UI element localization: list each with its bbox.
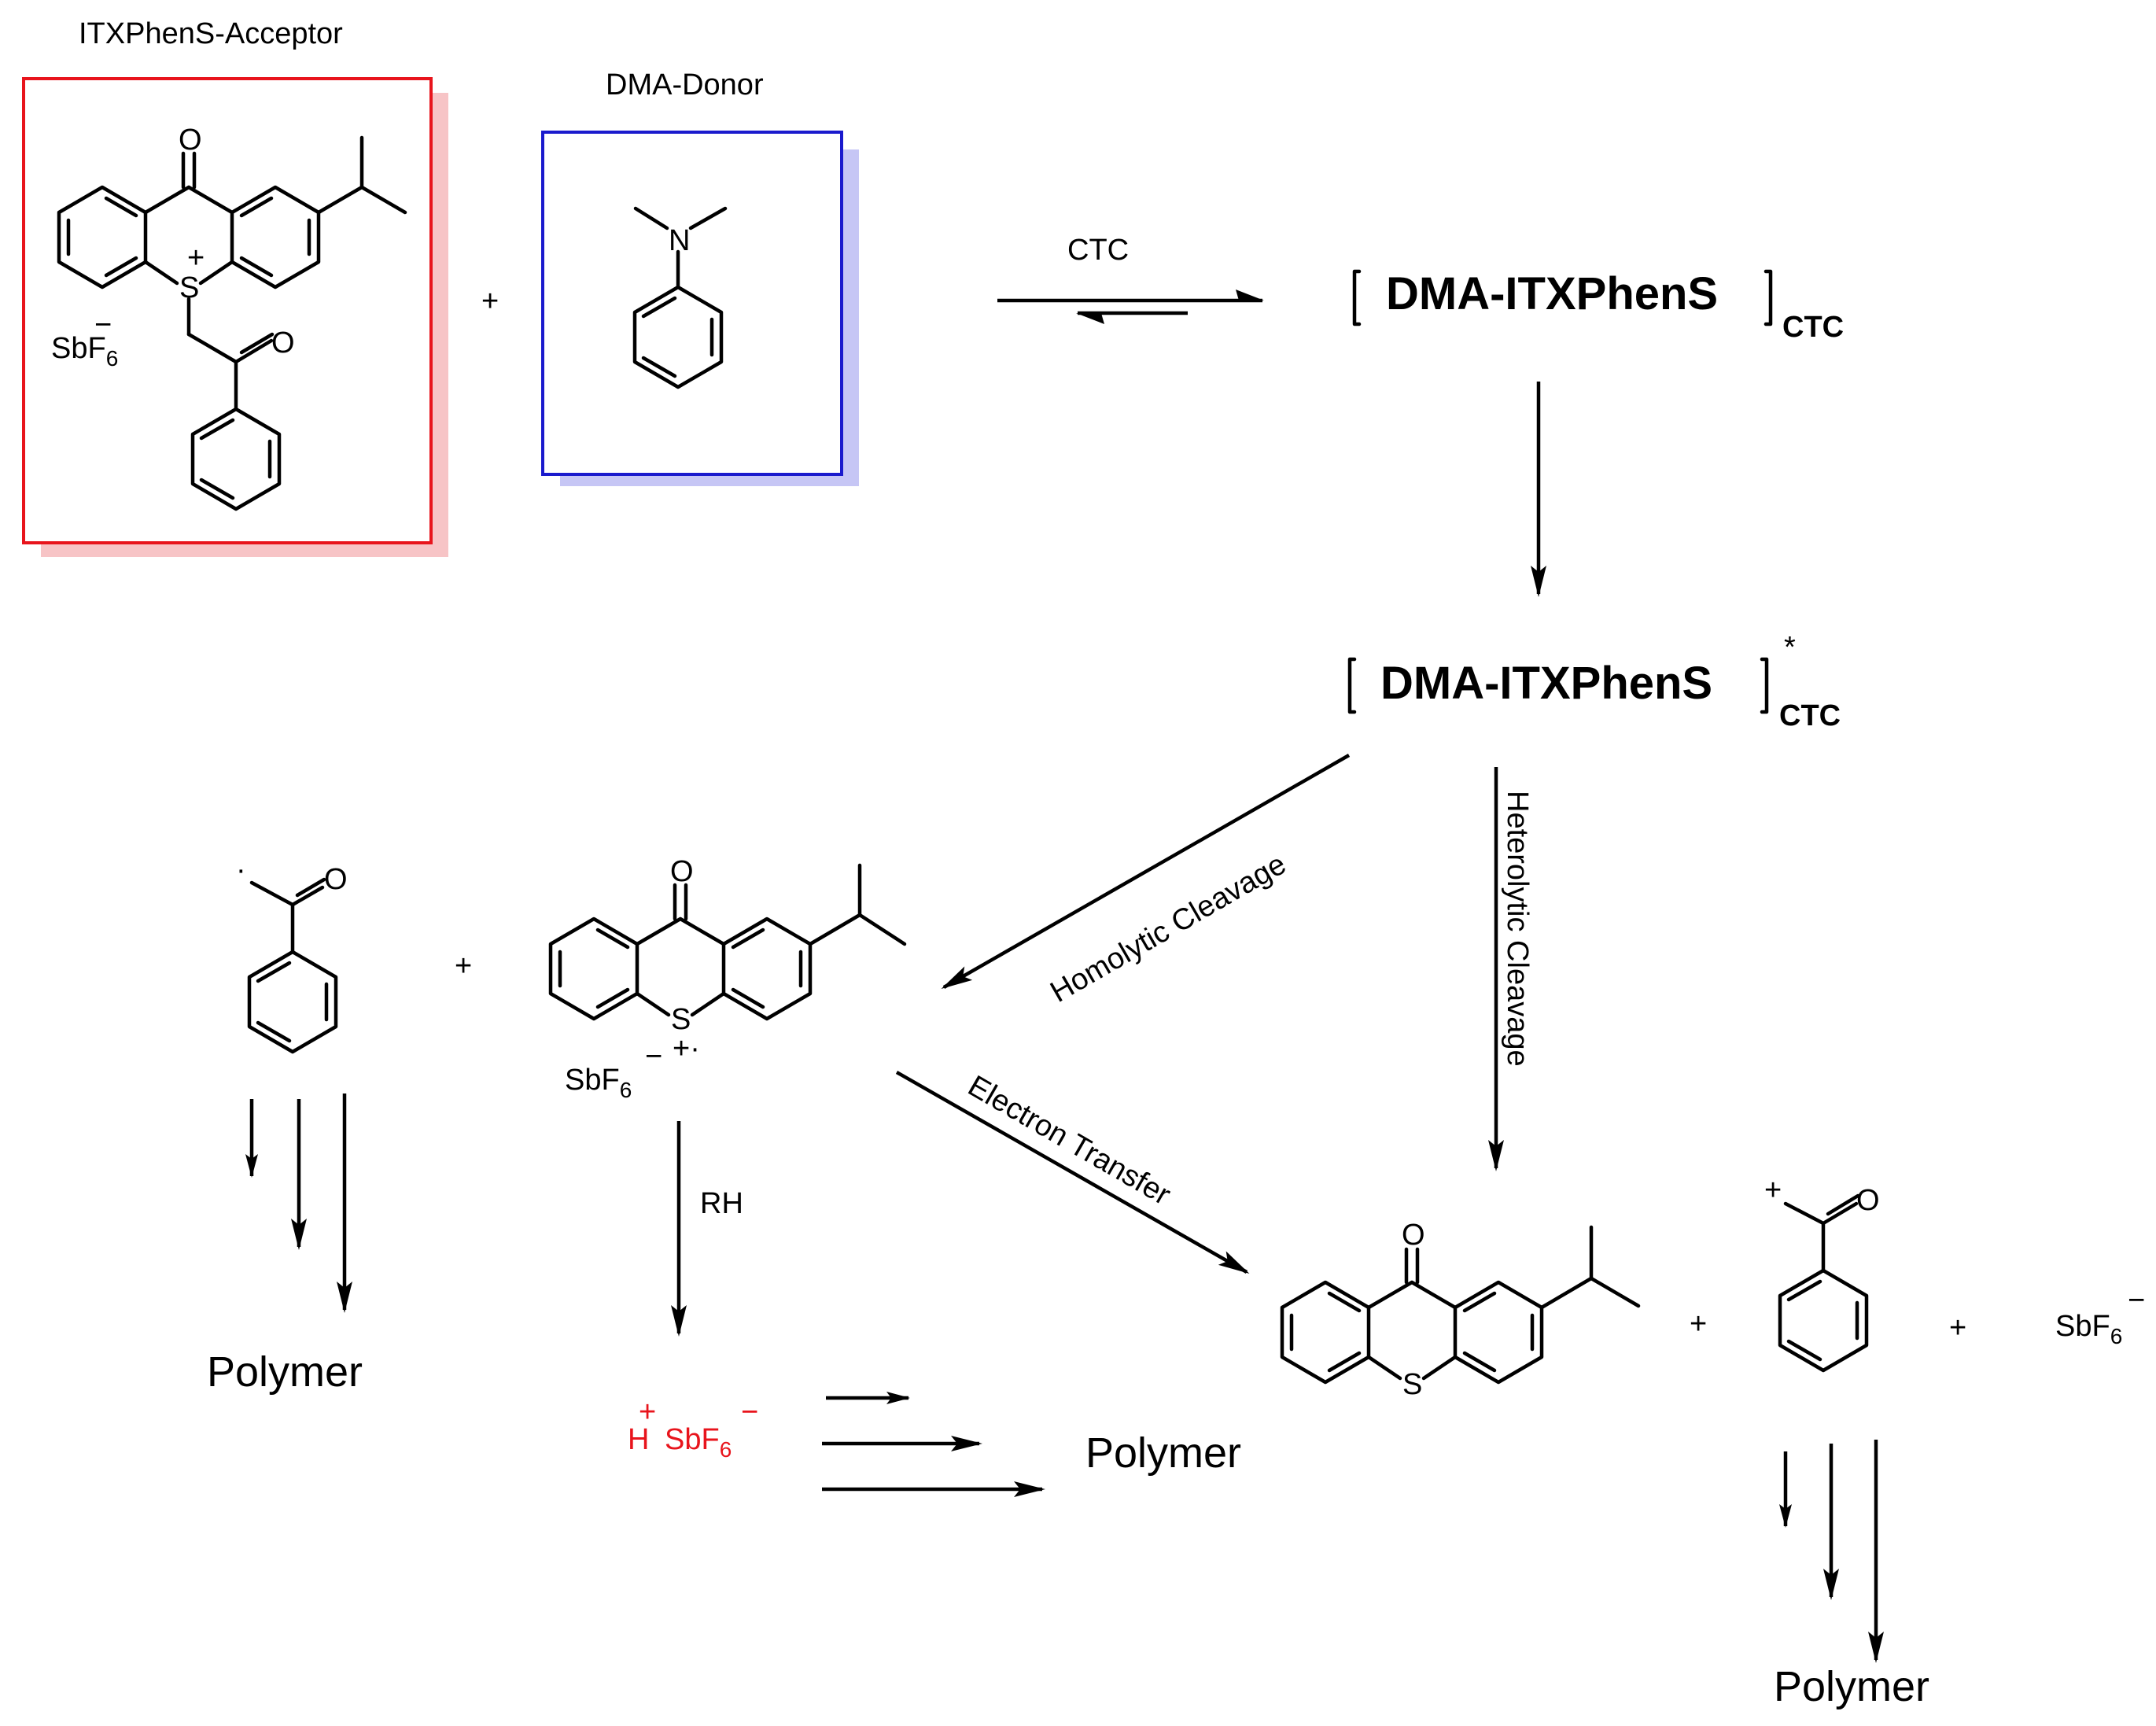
complex-ground-sub: CTC [1782, 311, 1844, 344]
polymer-left: Polymer [207, 1348, 363, 1396]
free-counterion-charge: − [2128, 1284, 2145, 1317]
plus-sign-2: + [455, 950, 472, 983]
plus-sign-3: + [1690, 1307, 1707, 1341]
itx-radical-cation [548, 863, 907, 1021]
complex-ground: DMA-ITXPhenS CTC [1352, 268, 1844, 344]
electron-transfer-arrow [895, 1071, 1250, 1274]
superacid: H + SbF6 − [628, 1396, 758, 1462]
acceptor-carbonyl-o: O [179, 124, 202, 157]
itx-radical-charge: +· [673, 1032, 700, 1065]
benzoyl-radical-dot: · [236, 854, 246, 887]
donor-box [541, 131, 843, 476]
complex-excited: DMA-ITXPhenS * CTC [1347, 631, 1841, 732]
superacid-anion-charge: − [741, 1396, 758, 1429]
polymer-middle: Polymer [1085, 1429, 1241, 1477]
acceptor-box [22, 77, 433, 544]
itx-radical-counterion-charge: − [645, 1040, 662, 1073]
complex-excited-mark: * [1784, 631, 1796, 664]
complex-excited-name: DMA-ITXPhenS [1380, 658, 1712, 709]
benzoyl-cation [1778, 1193, 1869, 1373]
itx-neutral [1280, 1225, 1641, 1385]
acceptor-thioxanthone [57, 135, 407, 511]
ctc-arrow-label: CTC [1067, 234, 1129, 267]
itx-neutral-o: O [1402, 1219, 1425, 1252]
benzoyl-cation-o: O [1856, 1184, 1880, 1217]
polymer-right: Polymer [1774, 1663, 1929, 1710]
superacid-proton: H [628, 1423, 649, 1456]
acceptor-sulfonium-charge: + [187, 242, 205, 275]
itx-neutral-s: S [1402, 1368, 1422, 1401]
donor-nitrogen: N [669, 224, 690, 257]
benzoyl-radical-o: O [324, 863, 348, 896]
acceptor-counterion: SbF6 [51, 332, 118, 371]
middle-polymerization-arrows [822, 1392, 1045, 1497]
benzoyl-cation-charge: + [1764, 1174, 1782, 1207]
complex-ground-name: DMA-ITXPhenS [1386, 268, 1718, 319]
heterolytic-label: Heterolytic Cleavage [1501, 791, 1534, 1067]
acceptor-counterion-charge: − [94, 308, 112, 341]
benzoyl-radical [247, 877, 338, 1054]
free-counterion: SbF6 [2055, 1310, 2122, 1348]
complex-excited-sub: CTC [1779, 699, 1841, 732]
superacid-proton-charge: + [639, 1396, 656, 1429]
acceptor-label: ITXPhenS-Acceptor [79, 17, 343, 50]
plus-sign-1: + [481, 285, 499, 318]
itx-radical-o: O [670, 855, 694, 888]
donor-dma-structure [632, 206, 728, 389]
left-polymerization-arrows [245, 1094, 352, 1313]
acceptor-ketone-o: O [271, 326, 295, 360]
acceptor-panel: ITXPhenS-Acceptor [22, 17, 448, 557]
donor-panel: DMA-Donor N [541, 68, 859, 486]
donor-label: DMA-Donor [606, 68, 764, 101]
ctc-equilibrium-arrow [997, 290, 1264, 324]
plus-sign-4: + [1949, 1311, 1966, 1344]
itx-radical-s: S [671, 1003, 691, 1036]
rh-label: RH [700, 1187, 743, 1220]
acceptor-sulfur: S [179, 271, 199, 304]
homolytic-label: Homolytic Cleavage [1045, 847, 1292, 1009]
superacid-anion: SbF6 [665, 1423, 732, 1462]
homolytic-arrow [941, 754, 1351, 989]
electron-transfer-label: Electron Transfer [963, 1069, 1177, 1212]
right-polymerization-arrows [1779, 1440, 1884, 1663]
itx-radical-counterion: SbF6 [565, 1064, 632, 1102]
